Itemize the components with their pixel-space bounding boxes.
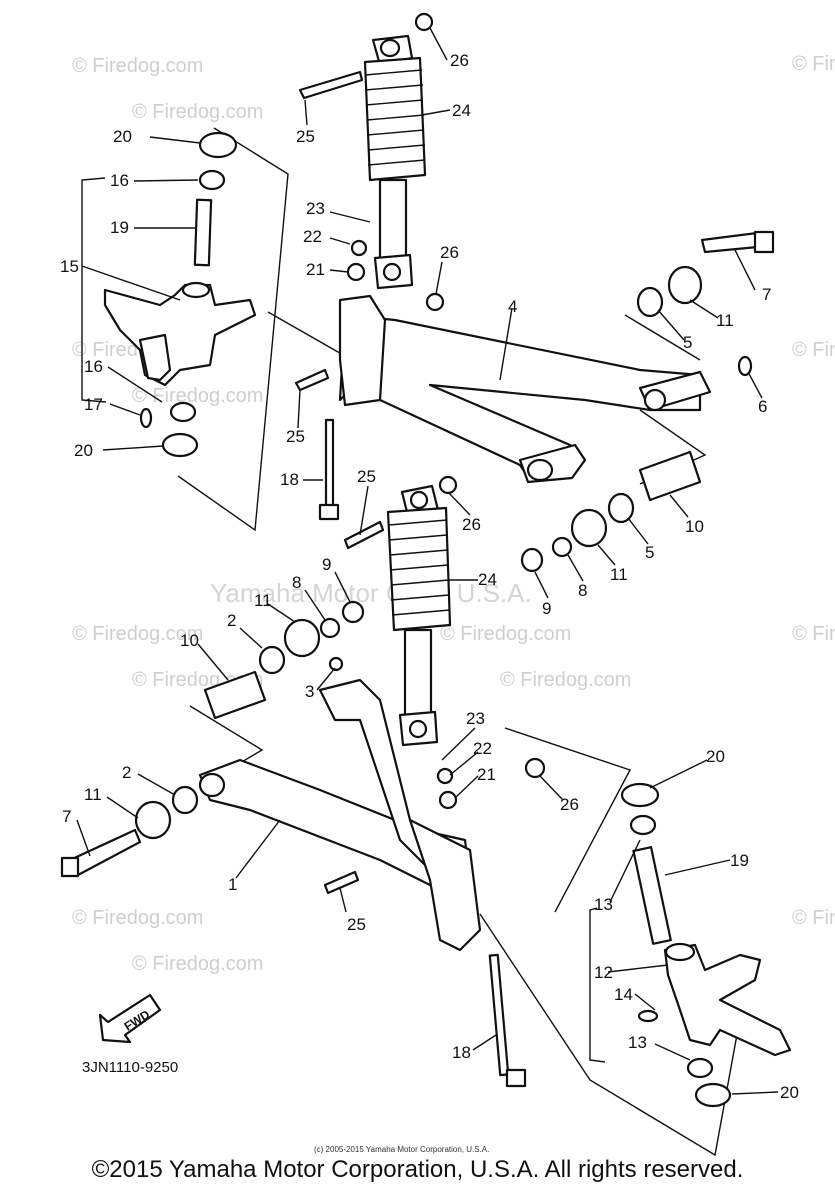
callout: 20 bbox=[780, 1083, 799, 1102]
watermark-layer: © Firedog.com © Firedog.com © Firedog.co… bbox=[72, 53, 835, 975]
watermark: © Firedog.com bbox=[792, 339, 835, 361]
callout: 11 bbox=[716, 311, 734, 330]
callout: 17 bbox=[84, 395, 103, 414]
fwd-arrow-icon: FWD bbox=[98, 993, 162, 1044]
watermark: © Firedog.com bbox=[132, 953, 263, 975]
lower-arm-1 bbox=[198, 678, 482, 952]
callout: 20 bbox=[706, 747, 725, 766]
callout: 3 bbox=[305, 682, 314, 701]
watermark: © Firedog.com bbox=[72, 623, 203, 645]
upper-arm-4 bbox=[338, 294, 712, 484]
callout: 5 bbox=[683, 333, 692, 352]
callout: 21 bbox=[477, 765, 496, 784]
callout: 21 bbox=[306, 260, 325, 279]
callout: 18 bbox=[280, 470, 299, 489]
callout: 13 bbox=[628, 1033, 647, 1052]
callout: 26 bbox=[440, 243, 459, 262]
callout: 11 bbox=[84, 785, 102, 804]
callout: 25 bbox=[286, 427, 305, 446]
callout: 11 bbox=[254, 591, 272, 610]
callout: 20 bbox=[74, 441, 93, 460]
leader-lines bbox=[76, 27, 779, 1095]
copyright-footer: ©2015 Yamaha Motor Corporation, U.S.A. A… bbox=[91, 1156, 744, 1183]
callout: 26 bbox=[560, 795, 579, 814]
callout: 5 bbox=[645, 543, 654, 562]
callout: 9 bbox=[542, 599, 551, 618]
callout: 18 bbox=[452, 1043, 471, 1062]
pins-and-bolts bbox=[60, 70, 775, 1088]
callout: 8 bbox=[292, 573, 301, 592]
callout: 10 bbox=[685, 517, 704, 536]
watermark: © Firedog.com bbox=[72, 55, 203, 77]
callouts: 26 25 24 20 16 19 15 23 22 21 26 4 7 5 1… bbox=[60, 51, 799, 1102]
callout: 14 bbox=[614, 985, 633, 1004]
watermark: © Firedog.com bbox=[440, 623, 571, 645]
callout: 6 bbox=[758, 397, 767, 416]
diagram-code: 3JN1110-9250 bbox=[82, 1059, 178, 1076]
small-parts bbox=[134, 12, 753, 1108]
callout: 22 bbox=[303, 227, 322, 246]
callout: 19 bbox=[730, 851, 749, 870]
callout: 8 bbox=[578, 581, 587, 600]
callout: 25 bbox=[357, 467, 376, 486]
callout: 2 bbox=[122, 763, 131, 782]
callout: 7 bbox=[62, 807, 71, 826]
watermark: © Firedog.com bbox=[500, 669, 631, 691]
callout: 9 bbox=[322, 555, 331, 574]
callout: 16 bbox=[84, 357, 103, 376]
lower-shock-24 bbox=[386, 484, 452, 747]
callout: 4 bbox=[508, 297, 517, 316]
callout: 13 bbox=[594, 895, 613, 914]
callout: 25 bbox=[296, 127, 315, 146]
watermark: © Firedog.com bbox=[132, 385, 263, 407]
callout: 23 bbox=[306, 199, 325, 218]
callout: 26 bbox=[450, 51, 469, 70]
callout: 16 bbox=[110, 171, 129, 190]
watermark: © Firedog.com bbox=[792, 907, 835, 929]
callout: 19 bbox=[110, 218, 129, 237]
watermark: © Firedog.com bbox=[72, 907, 203, 929]
watermark: © Firedog.com bbox=[792, 53, 835, 75]
watermark: © Firedog.com bbox=[132, 101, 263, 123]
watermark-yamaha: Yamaha Motor Corp, U.S.A. bbox=[210, 578, 532, 608]
callout: 10 bbox=[180, 631, 199, 650]
callout: 24 bbox=[452, 101, 471, 120]
callout: 24 bbox=[478, 570, 497, 589]
callout: 23 bbox=[466, 709, 485, 728]
upper-shock-24 bbox=[363, 34, 427, 290]
knuckle-12 bbox=[663, 942, 792, 1057]
callout: 25 bbox=[347, 915, 366, 934]
knuckle-15 bbox=[103, 281, 257, 387]
callout: 2 bbox=[227, 611, 236, 630]
callout: 22 bbox=[473, 739, 492, 758]
callout: 7 bbox=[762, 285, 771, 304]
callout: 15 bbox=[60, 257, 79, 276]
callout: 11 bbox=[610, 565, 628, 584]
callout: 12 bbox=[594, 963, 613, 982]
fine-print: (c) 2005-2015 Yamaha Motor Corporation, … bbox=[314, 1145, 489, 1154]
callout: 26 bbox=[462, 515, 481, 534]
callout: 20 bbox=[113, 127, 132, 146]
watermark: © Firedog.com bbox=[792, 623, 835, 645]
callout: 1 bbox=[228, 875, 237, 894]
